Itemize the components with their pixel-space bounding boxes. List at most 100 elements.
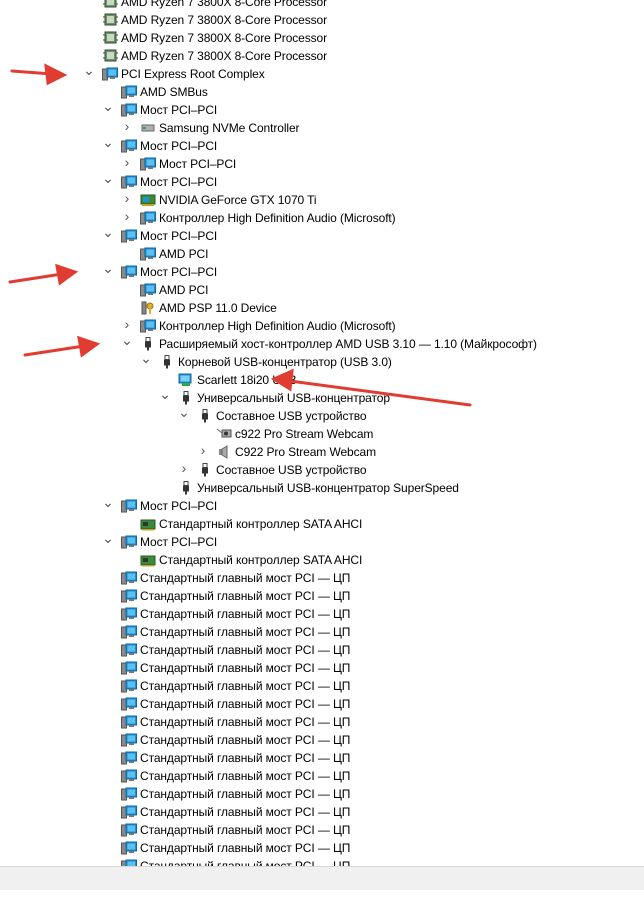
- system-device-icon: [121, 85, 137, 99]
- tree-item[interactable]: Стандартный главный мост PCI — ЦП: [0, 749, 644, 767]
- status-bar: [0, 866, 644, 891]
- tree-item[interactable]: Стандартный главный мост PCI — ЦП: [0, 605, 644, 623]
- tree-item[interactable]: Scarlett 18i20 USB: [0, 371, 644, 389]
- tree-item-label: Стандартный главный мост PCI — ЦП: [140, 643, 351, 657]
- tree-item[interactable]: Стандартный контроллер SATA AHCI: [0, 551, 644, 569]
- tree-item[interactable]: ⌄ PCI Express Root Complex: [0, 62, 644, 83]
- chevron-down-icon[interactable]: ⌄: [83, 62, 95, 78]
- tree-item-label: Стандартный контроллер SATA AHCI: [159, 517, 363, 531]
- system-device-icon: [121, 571, 137, 585]
- system-device-icon: [121, 661, 137, 675]
- tree-item-label: C922 Pro Stream Webcam: [235, 445, 376, 459]
- tree-item[interactable]: ⌄Расширяемый хост-контроллер AMD USB 3.1…: [0, 332, 644, 353]
- chevron-right-icon[interactable]: ›: [124, 118, 130, 134]
- system-device-icon: [121, 787, 137, 801]
- tree-item[interactable]: ⌄Мост PCI–PCI: [0, 260, 644, 281]
- chevron-down-icon[interactable]: ⌄: [178, 404, 190, 420]
- tree-item[interactable]: › C922 Pro Stream Webcam: [0, 443, 644, 461]
- chevron-down-icon[interactable]: ⌄: [102, 260, 114, 276]
- display-adapter-icon: [140, 193, 156, 207]
- tree-item[interactable]: › Составное USB устройство: [0, 461, 644, 479]
- chevron-down-icon[interactable]: ⌄: [102, 530, 114, 546]
- tree-item-label: Мост PCI–PCI: [140, 229, 218, 243]
- tree-item[interactable]: AMD SMBus: [0, 83, 644, 101]
- chevron-down-icon[interactable]: ⌄: [102, 134, 114, 150]
- tree-item[interactable]: ›Контроллер High Definition Audio (Micro…: [0, 209, 644, 227]
- usb-icon: [197, 409, 213, 423]
- tree-item-label: Составное USB устройство: [216, 463, 367, 477]
- tree-item-label: Стандартный главный мост PCI — ЦП: [140, 787, 351, 801]
- tree-item[interactable]: AMD PCI: [0, 245, 644, 263]
- chevron-down-icon[interactable]: ⌄: [140, 350, 152, 366]
- tree-item[interactable]: Стандартный контроллер SATA AHCI: [0, 515, 644, 533]
- tree-item-label: Универсальный USB-концентратор: [197, 391, 390, 405]
- tree-item[interactable]: ⌄ Мост PCI–PCI: [0, 134, 644, 155]
- chevron-down-icon[interactable]: ⌄: [121, 332, 133, 348]
- tree-item-label: Мост PCI–PCI: [140, 499, 218, 513]
- tree-item[interactable]: Стандартный главный мост PCI — ЦП: [0, 677, 644, 695]
- chevron-right-icon[interactable]: ›: [181, 460, 187, 476]
- chevron-down-icon[interactable]: ⌄: [102, 98, 114, 114]
- tree-item[interactable]: AMD Ryzen 7 3800X 8-Core Processor: [0, 0, 644, 11]
- tree-item[interactable]: ⌄ Мост PCI–PCI: [0, 224, 644, 245]
- chevron-right-icon[interactable]: ›: [124, 154, 130, 170]
- tree-item[interactable]: ⌄Мост PCI–PCI: [0, 170, 644, 191]
- tree-item-label: Samsung NVMe Controller: [159, 121, 300, 135]
- system-device-icon: [121, 589, 137, 603]
- system-device-icon: [121, 841, 137, 855]
- tree-item-label: Составное USB устройство: [216, 409, 367, 423]
- tree-item[interactable]: Стандартный главный мост PCI — ЦП: [0, 641, 644, 659]
- tree-item[interactable]: ›Мост PCI–PCI: [0, 155, 644, 173]
- tree-item-label: Scarlett 18i20 USB: [197, 373, 297, 387]
- tree-item[interactable]: AMD Ryzen 7 3800X 8-Core Processor: [0, 29, 644, 47]
- tree-item[interactable]: Стандартный главный мост PCI — ЦП: [0, 767, 644, 785]
- tree-item[interactable]: Стандартный главный мост PCI — ЦП: [0, 587, 644, 605]
- tree-item[interactable]: AMD PCI: [0, 281, 644, 299]
- system-device-icon: [121, 643, 137, 657]
- tree-item-label: AMD PSP 11.0 Device: [159, 301, 277, 315]
- system-device-icon: [121, 715, 137, 729]
- chevron-right-icon[interactable]: ›: [124, 208, 130, 224]
- tree-item[interactable]: Стандартный главный мост PCI — ЦП: [0, 803, 644, 821]
- chevron-right-icon[interactable]: ›: [124, 190, 130, 206]
- tree-item[interactable]: AMD Ryzen 7 3800X 8-Core Processor: [0, 47, 644, 65]
- tree-item[interactable]: Стандартный главный мост PCI — ЦП: [0, 821, 644, 839]
- tree-item-label: AMD SMBus: [140, 85, 208, 99]
- tree-item[interactable]: Стандартный главный мост PCI — ЦП: [0, 839, 644, 857]
- tree-item[interactable]: ⌄Корневой USB-концентратор (USB 3.0): [0, 350, 644, 371]
- system-device-icon: [121, 175, 137, 189]
- tree-item-label: PCI Express Root Complex: [121, 67, 265, 81]
- usb-icon: [178, 391, 194, 405]
- chevron-down-icon[interactable]: ⌄: [159, 386, 171, 402]
- tree-item[interactable]: c922 Pro Stream Webcam: [0, 425, 644, 443]
- tree-item[interactable]: Стандартный главный мост PCI — ЦП: [0, 713, 644, 731]
- tree-item[interactable]: Стандартный главный мост PCI — ЦП: [0, 731, 644, 749]
- tree-item[interactable]: AMD PSP 11.0 Device: [0, 299, 644, 317]
- chevron-right-icon[interactable]: ›: [200, 442, 206, 458]
- tree-item[interactable]: Стандартный главный мост PCI — ЦП: [0, 623, 644, 641]
- tree-item[interactable]: ⌄Мост PCI–PCI: [0, 98, 644, 119]
- system-device-icon: [121, 751, 137, 765]
- tree-item[interactable]: ⌄ Составное USB устройство: [0, 404, 644, 425]
- tree-item[interactable]: Стандартный главный мост PCI — ЦП: [0, 569, 644, 587]
- tree-item[interactable]: ⌄ Мост PCI–PCI: [0, 494, 644, 515]
- tree-item[interactable]: Стандартный главный мост PCI — ЦП: [0, 659, 644, 677]
- tree-item[interactable]: › Samsung NVMe Controller: [0, 119, 644, 137]
- tree-item[interactable]: ›NVIDIA GeForce GTX 1070 Ti: [0, 191, 644, 209]
- tree-item-label: Стандартный главный мост PCI — ЦП: [140, 679, 351, 693]
- tree-item[interactable]: Стандартный главный мост PCI — ЦП: [0, 695, 644, 713]
- tree-item-label: Стандартный главный мост PCI — ЦП: [140, 571, 351, 585]
- tree-item[interactable]: Стандартный главный мост PCI — ЦП: [0, 785, 644, 803]
- tree-item[interactable]: ⌄Мост PCI–PCI: [0, 530, 644, 551]
- tree-item-label: Стандартный главный мост PCI — ЦП: [140, 661, 351, 675]
- tree-item[interactable]: AMD Ryzen 7 3800X 8-Core Processor: [0, 11, 644, 29]
- chevron-down-icon[interactable]: ⌄: [102, 224, 114, 240]
- system-device-icon: [121, 139, 137, 153]
- chevron-down-icon[interactable]: ⌄: [102, 494, 114, 510]
- tree-item[interactable]: ⌄ Универсальный USB-концентратор: [0, 386, 644, 407]
- tree-item[interactable]: Универсальный USB-концентратор SuperSpee…: [0, 479, 644, 497]
- tree-item-label: Мост PCI–PCI: [140, 139, 218, 153]
- chevron-right-icon[interactable]: ›: [124, 316, 130, 332]
- chevron-down-icon[interactable]: ⌄: [102, 170, 114, 186]
- tree-item[interactable]: ›Контроллер High Definition Audio (Micro…: [0, 317, 644, 335]
